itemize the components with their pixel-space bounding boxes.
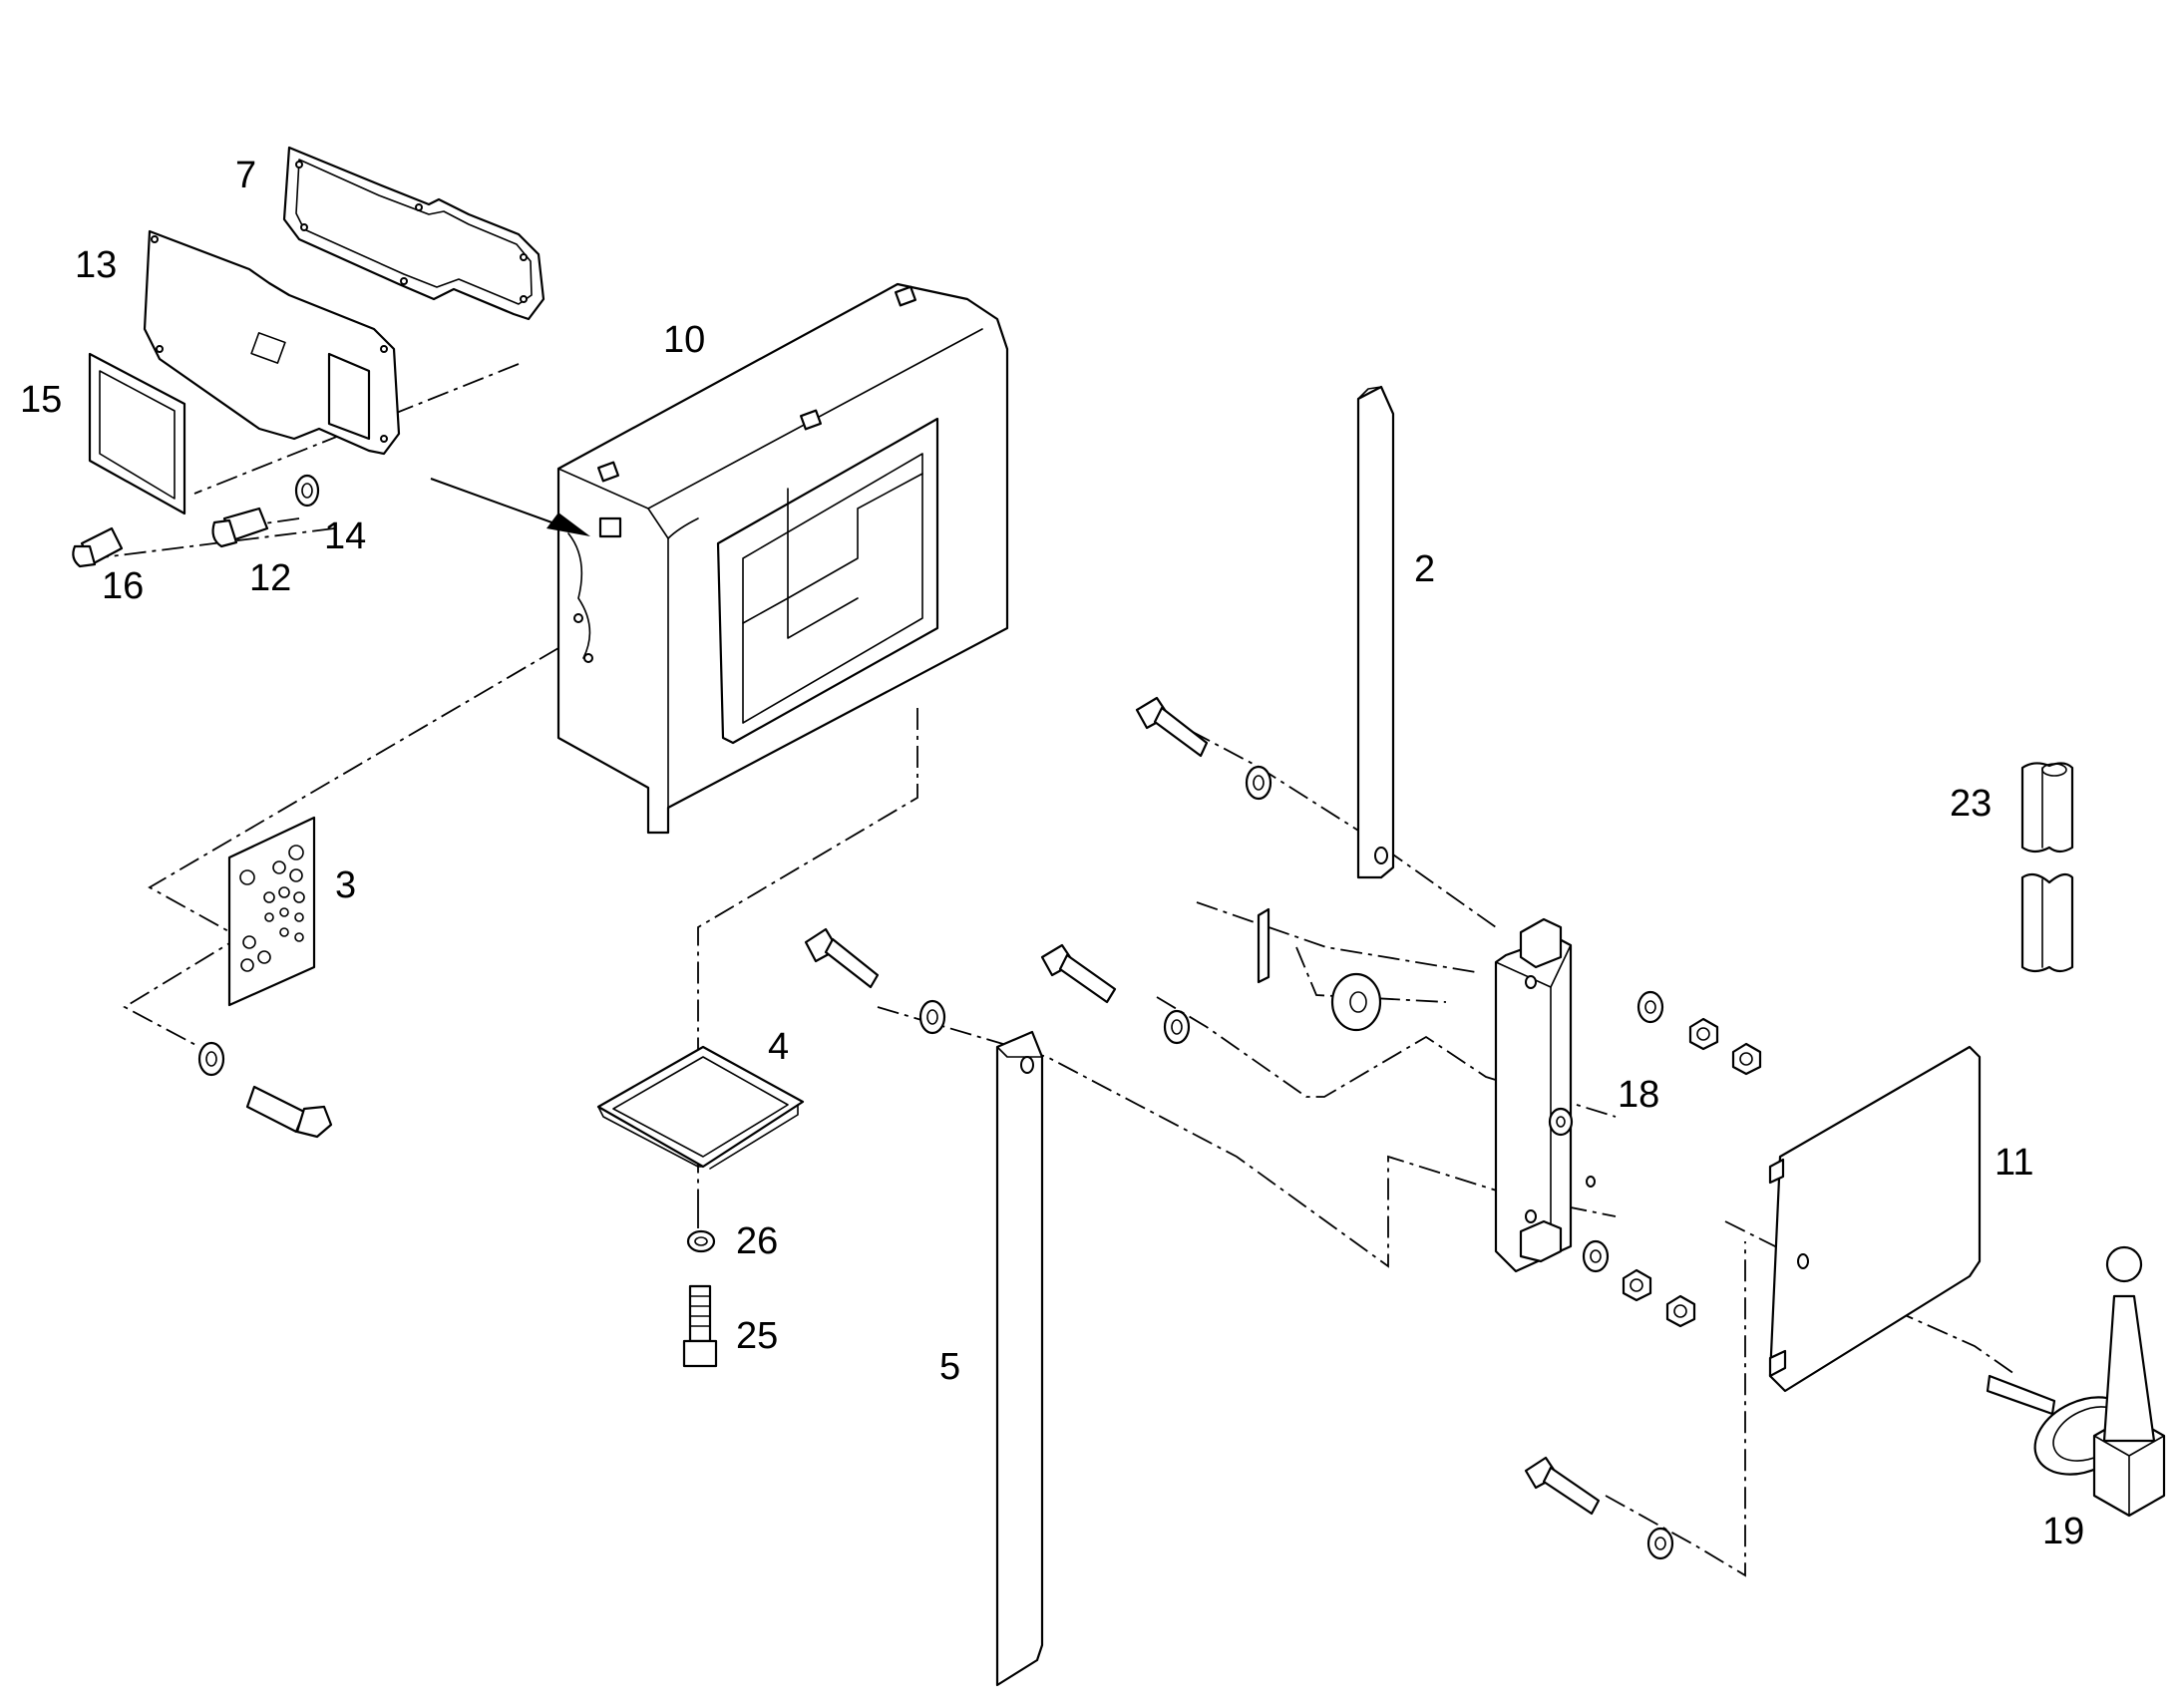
callout-16: 16 xyxy=(102,565,144,607)
disc xyxy=(1330,972,1382,1032)
bolt-lower-right xyxy=(1524,1456,1674,1560)
pointer-arrow xyxy=(430,478,590,536)
callout-19: 19 xyxy=(2042,1511,2084,1552)
callout-26: 26 xyxy=(736,1220,778,1262)
part-18-block xyxy=(1494,917,1596,1273)
washer-nuts-upper xyxy=(1636,990,1762,1076)
part-19-handle xyxy=(1986,1245,2166,1518)
part-25-screw xyxy=(682,1284,718,1368)
part-12-screw xyxy=(211,507,269,548)
callout-10: 10 xyxy=(663,319,705,361)
bolt-middle-left xyxy=(804,927,946,1035)
part-16-screw xyxy=(72,526,124,568)
callout-2: 2 xyxy=(1414,548,1435,590)
part-3-plate xyxy=(227,816,316,1007)
callout-11: 11 xyxy=(1995,1142,2033,1184)
part-13-cover-plate xyxy=(143,229,401,456)
callout-14: 14 xyxy=(324,515,366,557)
callout-5: 5 xyxy=(939,1346,960,1388)
part-4-bracket xyxy=(596,1045,805,1170)
part-7-gasket xyxy=(282,146,545,321)
part-5-bar xyxy=(995,1030,1044,1687)
pin xyxy=(1257,907,1271,984)
callout-23: 23 xyxy=(1950,783,1992,825)
bolt-middle-center xyxy=(1040,943,1191,1045)
part-26-washer xyxy=(686,1229,716,1253)
bolt-upper-right xyxy=(1135,696,1272,801)
callout-15: 15 xyxy=(20,379,62,421)
callout-12: 12 xyxy=(249,557,291,599)
washer-nuts-lower xyxy=(1582,1239,1696,1328)
bolt-and-washer-3 xyxy=(197,1041,333,1139)
part-2-bar xyxy=(1356,385,1395,879)
callout-7: 7 xyxy=(235,155,256,196)
part-14-washer xyxy=(294,474,320,508)
part-15-filter-frame xyxy=(88,352,186,515)
part-10-housing xyxy=(556,282,1009,835)
callout-labels: 7 13 15 16 12 14 10 2 3 4 26 25 5 18 11 … xyxy=(20,155,2084,1552)
callout-13: 13 xyxy=(75,244,117,286)
callout-3: 3 xyxy=(335,864,356,906)
part-11-panel xyxy=(1768,1045,1982,1393)
part-23-bushing xyxy=(2020,762,2074,973)
callout-25: 25 xyxy=(736,1315,778,1357)
callout-4: 4 xyxy=(768,1026,789,1068)
callout-18: 18 xyxy=(1618,1074,1659,1116)
